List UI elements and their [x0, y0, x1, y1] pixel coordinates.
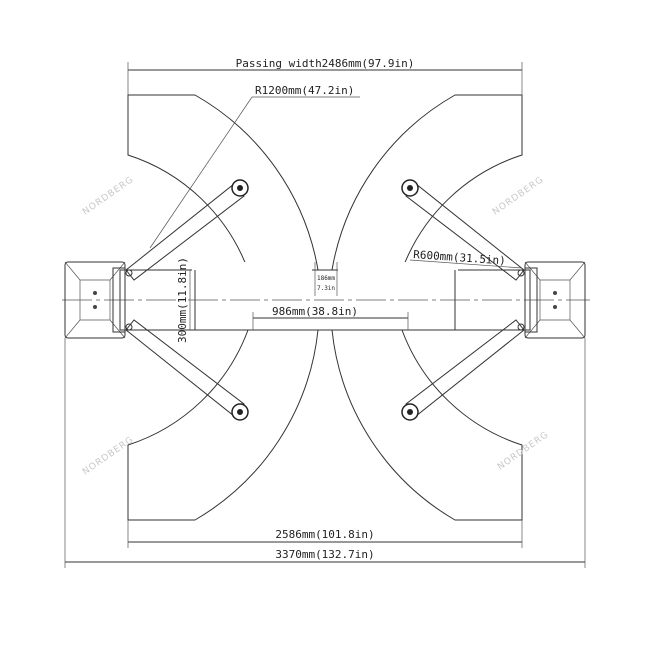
min-radius-label: R600mm(31.5in) — [413, 248, 506, 267]
passing-width-label: Passing width2486mm(97.9in) — [236, 57, 415, 70]
watermark: NORDBERG — [491, 175, 546, 218]
watermark: NORDBERG — [496, 430, 551, 473]
column-left — [64, 261, 133, 339]
overall-width-label: 3370mm(132.7in) — [275, 548, 374, 561]
lift-arms — [125, 179, 525, 421]
gap-mm-label: 186mm — [317, 275, 335, 282]
watermark: NORDBERG — [81, 175, 136, 218]
max-radius-label: R1200mm(47.2in) — [255, 84, 354, 97]
column-right — [517, 261, 586, 339]
gap-in-label: 7.3in — [317, 285, 335, 292]
column-span-label: 2586mm(101.8in) — [275, 528, 374, 541]
beam-height-label: 300mm(11.8in) — [176, 257, 189, 343]
inner-span-label: 986mm(38.8in) — [272, 305, 358, 318]
arm-swing-area-right — [331, 94, 523, 521]
